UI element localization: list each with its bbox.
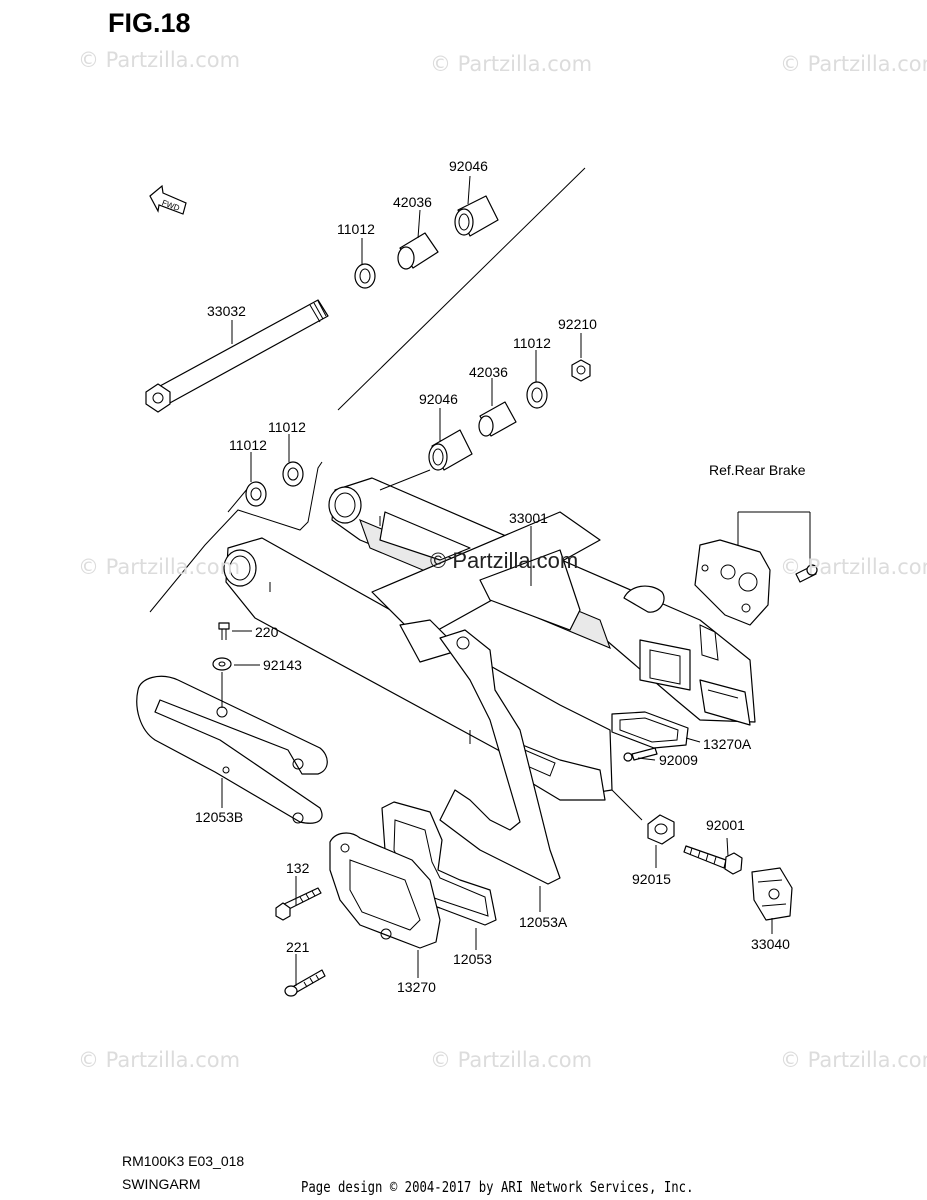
clip-nut-33040 — [751, 867, 793, 921]
model-code: RM100K3 E03_018 — [122, 1153, 245, 1169]
watermark: © Partzilla.com — [430, 52, 593, 76]
watermark: © Partzilla.com — [780, 52, 927, 76]
part-label-33040[interactable]: 33040 — [751, 936, 790, 952]
part-label-13270A[interactable]: 13270A — [703, 736, 752, 752]
plate-13270 — [329, 832, 441, 949]
part-label-13270[interactable]: 13270 — [397, 979, 436, 995]
bolt-221 — [284, 969, 326, 997]
part-label-11012-left-b[interactable]: 11012 — [229, 437, 267, 453]
divider-lines — [149, 167, 586, 613]
part-label-92009[interactable]: 92009 — [659, 752, 698, 768]
guide-12053A — [439, 629, 561, 885]
top-bushings — [354, 195, 499, 289]
part-label-12053B[interactable]: 12053B — [195, 809, 244, 825]
washer-92143 — [212, 657, 232, 671]
center-watermark: © Partzilla.com — [430, 548, 579, 573]
nut-92015 — [647, 814, 675, 845]
watermark: © Partzilla.com — [780, 1048, 927, 1072]
part-label-11012-left-a[interactable]: 11012 — [268, 419, 306, 435]
watermark: © Partzilla.com — [780, 555, 927, 579]
figure-title: FIG.18 — [108, 8, 191, 38]
bolt-92001 — [683, 845, 743, 875]
part-label-92143[interactable]: 92143 — [263, 657, 302, 673]
chain-slider-12053B — [136, 675, 328, 824]
part-label-92046-mid[interactable]: 92046 — [419, 391, 458, 407]
plate-13270A — [611, 711, 689, 749]
bolt-220 — [218, 622, 230, 640]
part-label-12053A[interactable]: 12053A — [519, 914, 568, 930]
swingarm-33001 — [223, 477, 756, 801]
part-label-92046-top[interactable]: 92046 — [449, 158, 488, 174]
part-label-132[interactable]: 132 — [286, 860, 310, 876]
part-label-221[interactable]: 221 — [286, 939, 310, 955]
part-label-92210[interactable]: 92210 — [558, 316, 597, 332]
part-label-11012-mid[interactable]: 11012 — [513, 335, 551, 351]
part-label-42036-top[interactable]: 42036 — [393, 194, 432, 210]
part-label-220[interactable]: 220 — [255, 624, 279, 640]
watermark: © Partzilla.com — [78, 1048, 241, 1072]
copyright-notice: Page design © 2004-2017 by ARI Network S… — [301, 1178, 694, 1196]
watermark: © Partzilla.com — [78, 555, 241, 579]
part-label-92015[interactable]: 92015 — [632, 871, 671, 887]
part-label-ref-rear-brake[interactable]: Ref.Rear Brake — [709, 462, 806, 478]
pivot-shaft-33032 — [145, 299, 329, 413]
watermark: © Partzilla.com — [430, 1048, 593, 1072]
bolt-132 — [275, 887, 322, 921]
section-name: SWINGARM — [122, 1176, 201, 1192]
watermark: © Partzilla.com — [78, 48, 241, 72]
rear-brake-plate — [694, 511, 818, 626]
part-label-92001[interactable]: 92001 — [706, 817, 745, 833]
fwd-arrow-icon: FWD — [149, 184, 187, 215]
screw-92009 — [623, 747, 658, 762]
mid-bushings — [245, 359, 591, 507]
part-label-33001[interactable]: 33001 — [509, 510, 548, 526]
part-label-42036-mid[interactable]: 42036 — [469, 364, 508, 380]
part-label-12053[interactable]: 12053 — [453, 951, 492, 967]
part-label-33032[interactable]: 33032 — [207, 303, 246, 319]
leader-lines — [221, 175, 773, 986]
part-label-11012-top[interactable]: 11012 — [337, 221, 375, 237]
